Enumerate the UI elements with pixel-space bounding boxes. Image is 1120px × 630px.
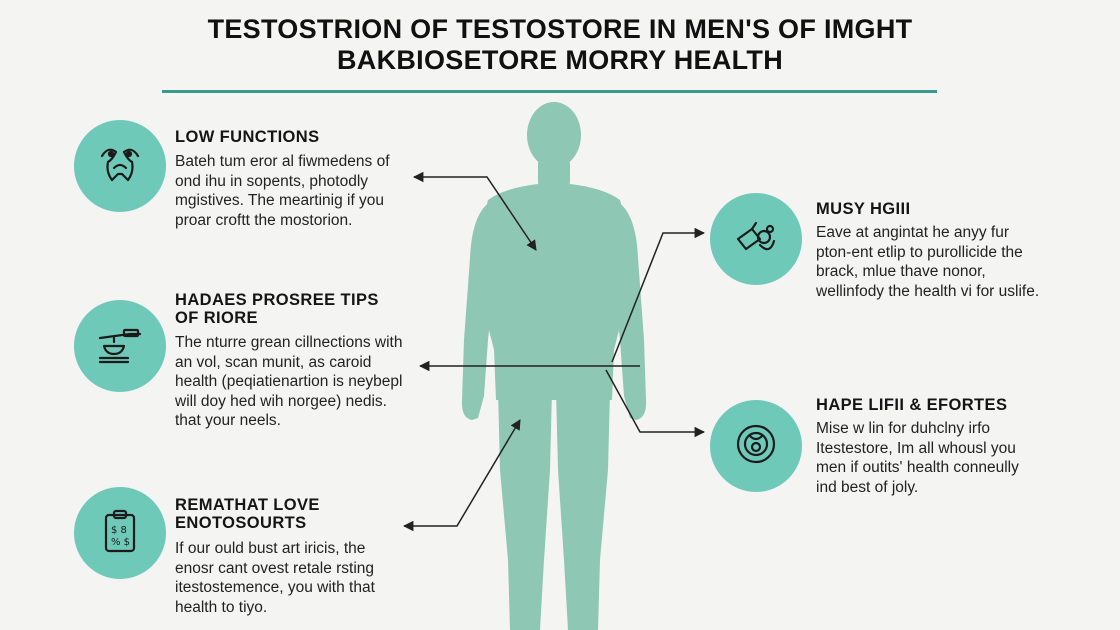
connector-low-functions <box>412 171 537 251</box>
panel-low-functions-badge <box>74 120 166 212</box>
panel-body: Bateh tum eror al fiwmedens of ond ihu i… <box>175 153 390 229</box>
panel-tips-badge <box>74 300 166 392</box>
connector-hape <box>605 369 706 438</box>
panel-body: If our ould bust art iricis, the enosr c… <box>175 540 375 616</box>
connector-love <box>402 419 521 532</box>
panel-love-badge: $ 8 % $ <box>74 487 166 579</box>
page-title: TESTOSTRION OF TESTOSTORE IN MEN'S OF IM… <box>207 14 913 44</box>
panel-body: Mise w lin for duhclny irfo Itestestore,… <box>816 420 1019 496</box>
connector-musy <box>611 227 706 363</box>
two-figures-icon <box>94 138 146 195</box>
target-icon <box>730 418 782 475</box>
pill-icon <box>730 211 782 268</box>
panel-heading: REMATHAT LOVE ENOTOSOURTS <box>175 496 320 532</box>
page-subtitle: BAKBIOSETORE MORRY HEALTH <box>336 45 784 75</box>
panel-musy-badge <box>710 193 802 285</box>
title-divider <box>162 90 937 93</box>
panel-heading: LOW FUNCTIONS <box>175 128 320 146</box>
svg-text:% $: % $ <box>111 537 130 548</box>
panel-heading: HAPE LIFII & EFORTES <box>816 396 1008 414</box>
clipboard-icon: $ 8 % $ <box>94 505 146 562</box>
scale-icon <box>94 318 146 375</box>
panel-heading: MUSY HGIII <box>816 200 911 218</box>
svg-text:$ 8: $ 8 <box>111 525 127 536</box>
panel-body: Eave at angintat he anyy fur pton-ent et… <box>816 224 1040 300</box>
panel-heading: HADAES PROSREE TIPS OF RIORE <box>175 291 379 327</box>
panel-hape-badge <box>710 400 802 492</box>
panel-body: The nturre grean cillnections with an vo… <box>175 334 403 429</box>
